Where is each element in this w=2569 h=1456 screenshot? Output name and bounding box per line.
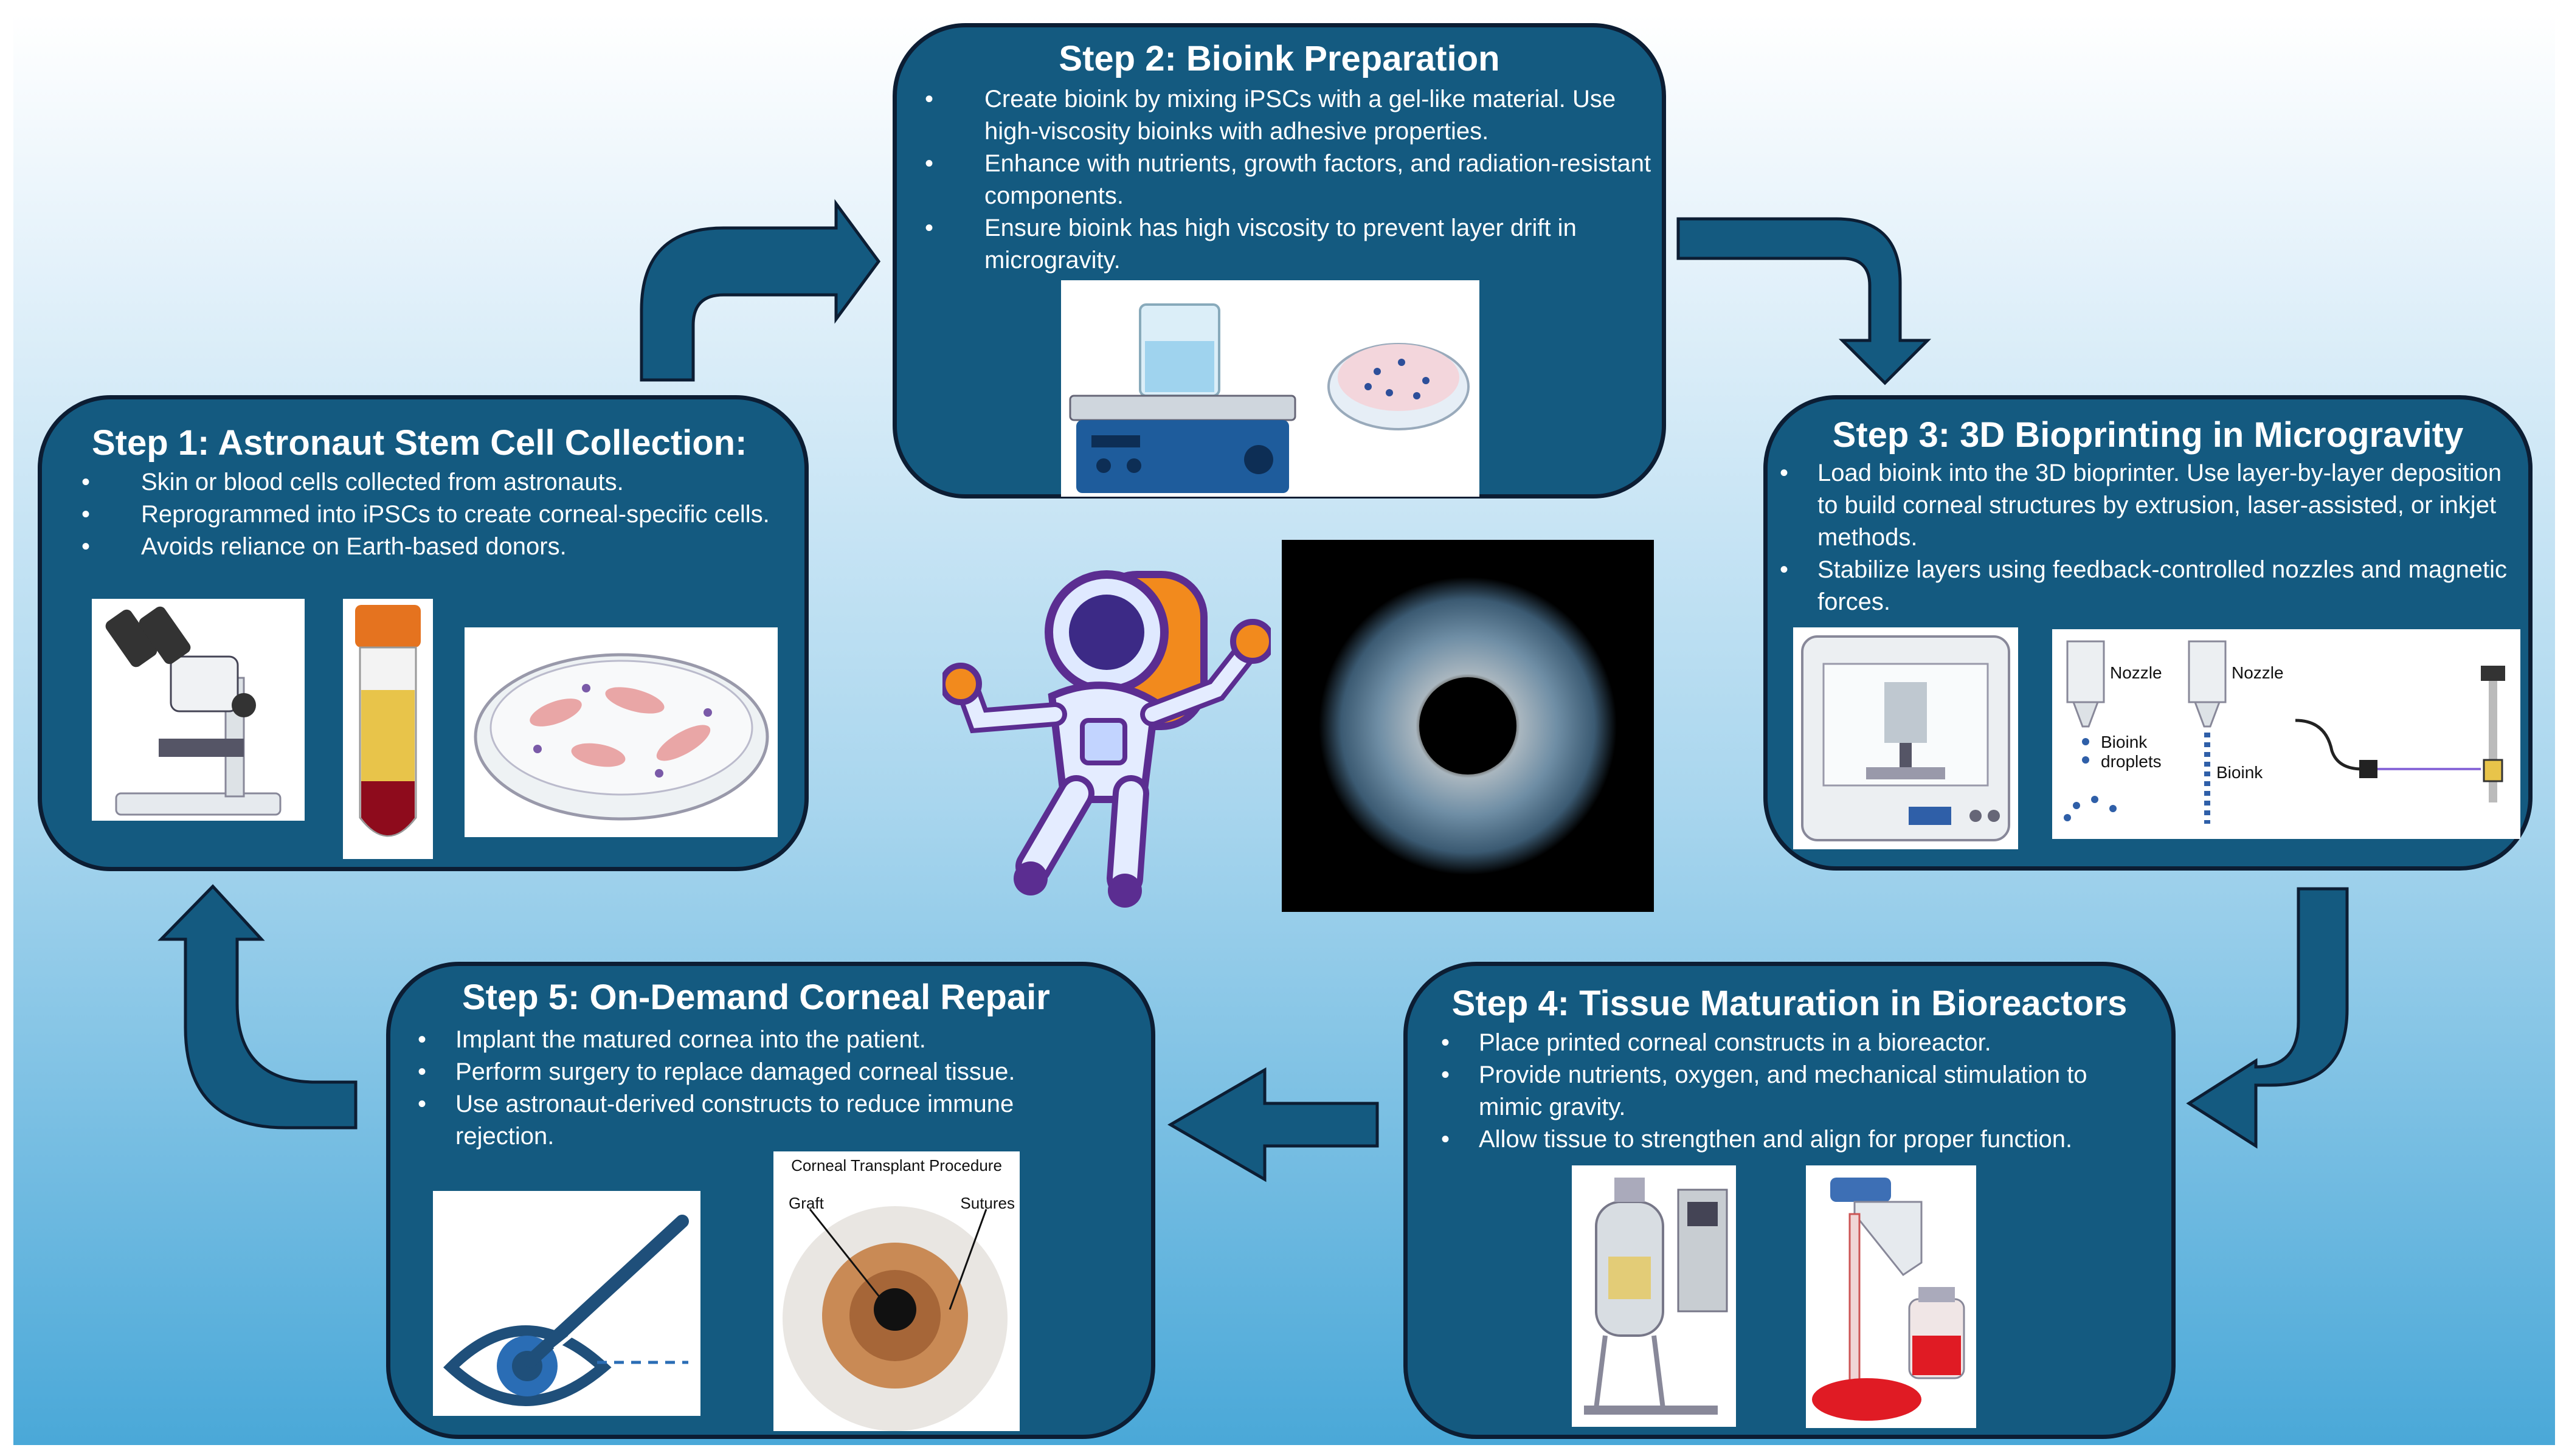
- label-bioink-droplets: Bioink droplets: [2101, 733, 2162, 771]
- pipette-culture-icon: [1812, 1178, 1965, 1421]
- step3-bullets: Load bioink into the 3D bioprinter. Use …: [1780, 457, 2509, 618]
- step1-bullet-2: Reprogrammed into iPSCs to create cornea…: [81, 499, 781, 531]
- step1-title: Step 1: Astronaut Stem Cell Collection:: [92, 423, 747, 463]
- arrow-step4-to-step5: [1167, 1067, 1379, 1182]
- step1-microscope-image: [92, 599, 305, 821]
- step3-title: Step 3: 3D Bioprinting in Microgravity: [1832, 415, 2464, 455]
- step4-pipette-image: [1806, 1165, 1976, 1428]
- step5-corneal-transplant-diagram: Corneal Transplant Procedure Graft Sutur…: [773, 1151, 1020, 1431]
- step4-bullet-1: Place printed corneal constructs in a bi…: [1441, 1027, 2140, 1059]
- transplant-diagram-title: Corneal Transplant Procedure: [791, 1156, 1002, 1175]
- bioprinter-icon: [1801, 635, 2010, 841]
- step1-blood-tube-image: [343, 599, 433, 859]
- step5-bullet-2: Perform surgery to replace damaged corne…: [418, 1056, 1117, 1088]
- step4-bullet-3: Allow tissue to strengthen and align for…: [1441, 1123, 2140, 1156]
- step5-bullets: Implant the matured cornea into the pati…: [418, 1024, 1117, 1153]
- step5-bullet-3: Use astronaut-derived constructs to redu…: [418, 1088, 1117, 1153]
- step2-illustration: [1061, 280, 1479, 497]
- arrow-step2-to-step3: [1676, 217, 1932, 385]
- arrow-step1-to-step2: [640, 199, 881, 382]
- step4-title: Step 4: Tissue Maturation in Bioreactors: [1451, 984, 2128, 1023]
- step1-petri-dish-image: [465, 627, 778, 837]
- petri-dish-icon: [474, 653, 769, 821]
- label-graft: Graft: [789, 1194, 824, 1212]
- microscope-icon: [105, 606, 282, 816]
- label-sutures: Sutures: [960, 1194, 1015, 1212]
- step5-bullet-1: Implant the matured cornea into the pati…: [418, 1024, 1117, 1056]
- label-nozzle-left: Nozzle: [2110, 663, 2162, 682]
- step4-bullets: Place printed corneal constructs in a bi…: [1441, 1027, 2140, 1156]
- step1-bullet-1: Skin or blood cells collected from astro…: [81, 466, 781, 499]
- step4-bullet-2: Provide nutrients, oxygen, and mechanica…: [1441, 1059, 2140, 1123]
- iris-photo: [1282, 540, 1654, 912]
- step3-print-methods-diagram: Nozzle Nozzle Bioink droplets Bioink: [2052, 629, 2520, 839]
- magnetic-stirrer-icon: [1069, 303, 1296, 493]
- step2-bullet-3: Ensure bioink has high viscosity to prev…: [925, 212, 1661, 277]
- step4-card: Step 4: Tissue Maturation in Bioreactors…: [1403, 962, 2176, 1439]
- step3-bioprinter-image: [1793, 627, 2018, 849]
- arrow-step3-to-step4: [2186, 887, 2349, 1149]
- label-bioink: Bioink: [2216, 763, 2263, 782]
- step2-bullet-2: Enhance with nutrients, growth factors, …: [925, 148, 1661, 212]
- step3-bullet-2: Stabilize layers using feedback-controll…: [1780, 554, 2509, 618]
- step5-title: Step 5: On-Demand Corneal Repair: [462, 978, 1050, 1017]
- step2-bullets: Create bioink by mixing iPSCs with a gel…: [925, 83, 1661, 277]
- blood-tube-icon: [355, 605, 421, 837]
- step2-bullet-1: Create bioink by mixing iPSCs with a gel…: [925, 83, 1661, 148]
- step2-title: Step 2: Bioink Preparation: [1059, 39, 1500, 78]
- hydrogel-dish-icon: [1327, 343, 1470, 430]
- bioreactor-icon: [1584, 1178, 1728, 1415]
- eye-scalpel-icon: [443, 1215, 689, 1406]
- step1-bullet-3: Avoids reliance on Earth-based donors.: [81, 531, 781, 563]
- step3-bullet-1: Load bioink into the 3D bioprinter. Use …: [1780, 457, 2509, 554]
- label-nozzle-right: Nozzle: [2232, 663, 2284, 682]
- step5-eye-scalpel-image: [433, 1191, 700, 1416]
- arrow-step5-to-step1: [157, 884, 358, 1130]
- astronaut-illustration: [939, 538, 1275, 915]
- step2-card: Step 2: Bioink Preparation Create bioink…: [893, 23, 1666, 499]
- step1-card: Step 1: Astronaut Stem Cell Collection: …: [38, 395, 809, 871]
- step4-bioreactor-image: [1572, 1165, 1736, 1427]
- step5-card: Step 5: On-Demand Corneal Repair Implant…: [386, 962, 1155, 1439]
- step3-card: Step 3: 3D Bioprinting in Microgravity L…: [1763, 395, 2533, 871]
- step1-bullets: Skin or blood cells collected from astro…: [81, 466, 781, 563]
